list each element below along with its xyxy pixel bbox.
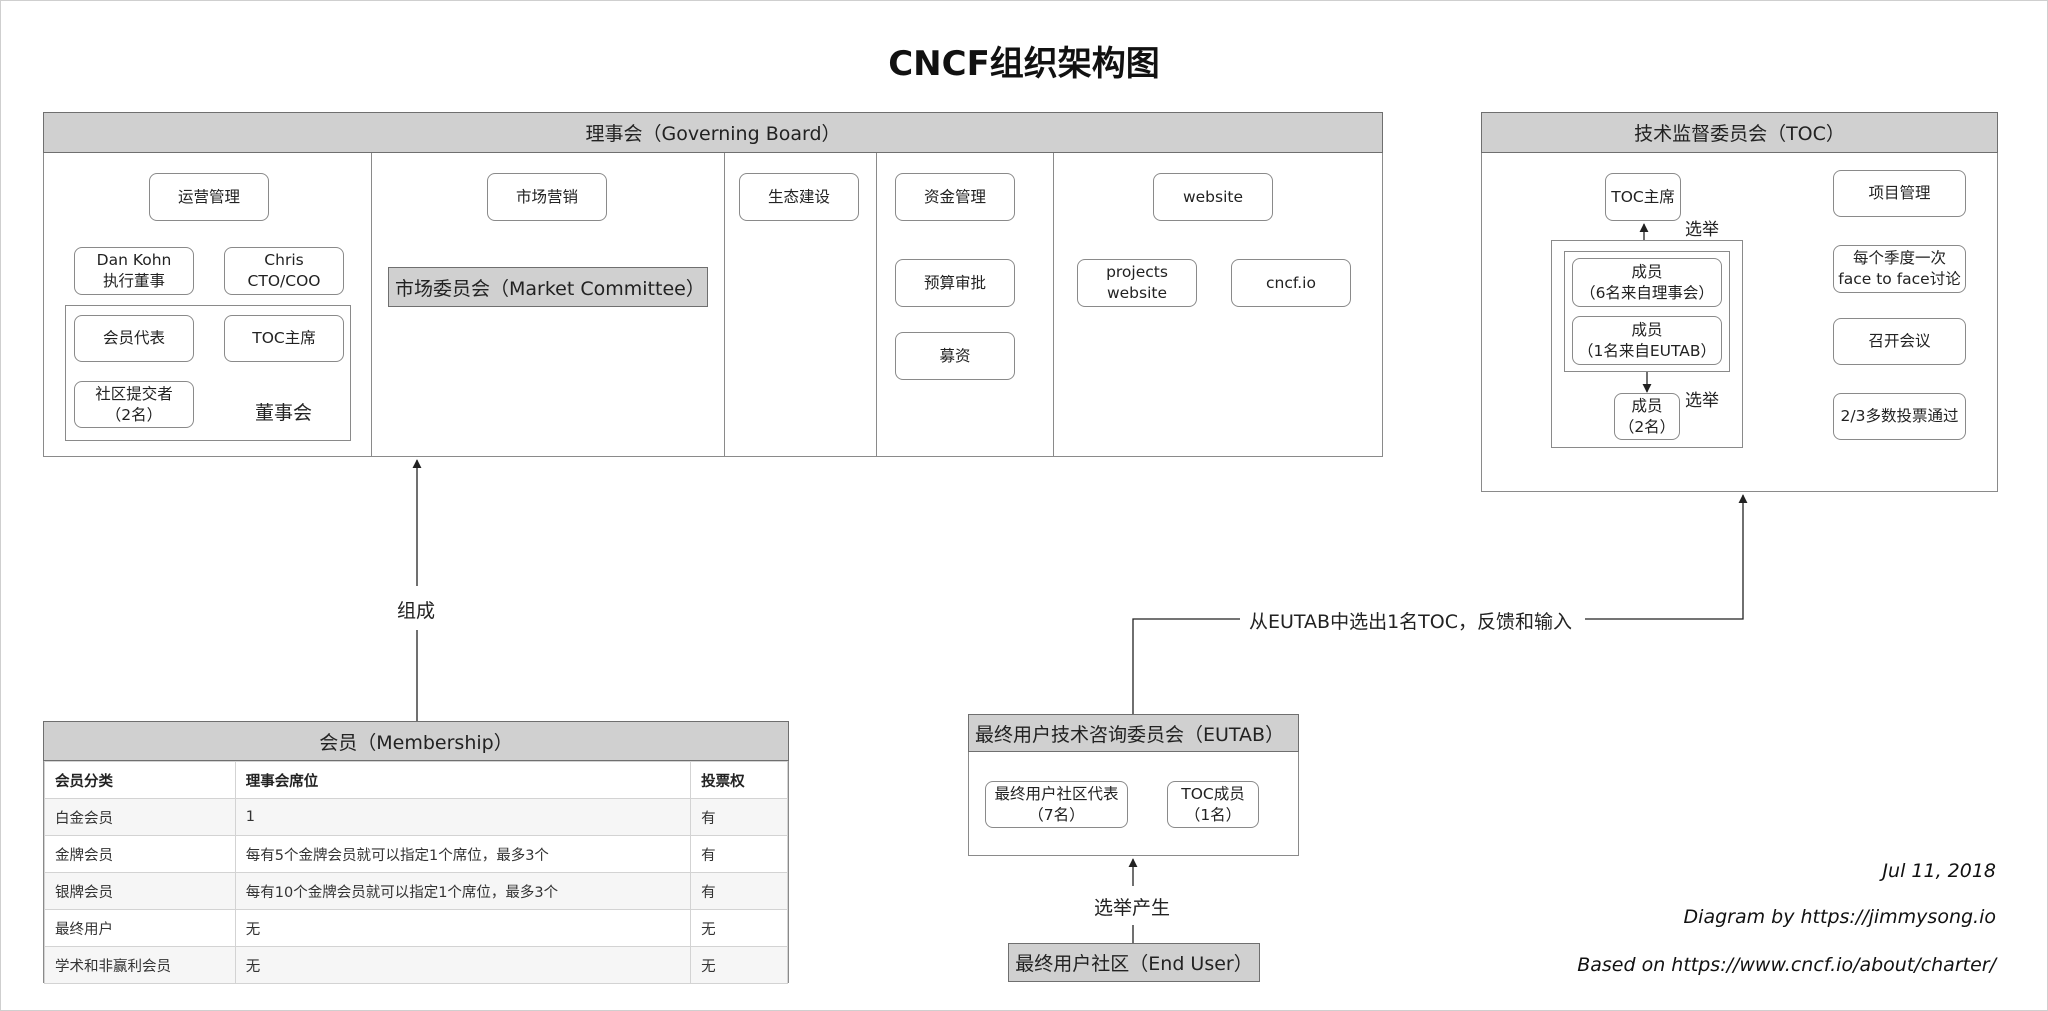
membership-table-wrap: 会员分类 理事会席位 投票权 白金会员 1 有 金牌会员 每有5个金牌会员就可以… [44, 761, 788, 984]
toc-chair-board-box: TOC主席 [224, 315, 344, 362]
fundraising-box: 募资 [895, 332, 1015, 380]
eutab-toc-member-box: TOC成员 （1名） [1167, 781, 1259, 828]
cell-category: 银牌会员 [44, 872, 236, 910]
board-divider-3 [876, 153, 877, 457]
diagram-title: CNCF组织架构图 [888, 44, 1160, 84]
finance-box: 资金管理 [895, 173, 1015, 221]
cell-seats: 1 [234, 798, 692, 836]
dan-kohn-name: Dan Kohn [96, 251, 172, 270]
budget-approval-box: 预算审批 [895, 259, 1015, 307]
chris-role: CTO/COO [247, 272, 321, 290]
eutab-to-toc-connector-right [1585, 494, 1748, 620]
cell-vote: 有 [690, 872, 788, 910]
quarterly-meeting-box: 每个季度一次 face to face讨论 [1833, 245, 1966, 293]
eutab-header: 最终用户技术咨询委员会（EUTAB） [968, 714, 1299, 752]
toc-member-eutab-box: 成员 （1名来自EUTAB） [1572, 316, 1722, 365]
table-row: 白金会员 1 有 [44, 798, 788, 836]
projects-line2: website [1106, 284, 1168, 302]
end-user-box: 最终用户社区（End User） [1008, 943, 1260, 982]
membership-header: 会员（Membership） [43, 721, 789, 761]
toc-member-extra-box: 成员 （2名） [1614, 393, 1680, 440]
cell-vote: 有 [690, 835, 788, 873]
project-management-box: 项目管理 [1833, 170, 1966, 217]
dan-kohn-role: 执行董事 [102, 272, 165, 290]
committer-label: 社区提交者 [95, 384, 173, 403]
cell-vote: 无 [690, 946, 788, 984]
member-c-detail: （2名） [1618, 417, 1676, 436]
toc-chair-box: TOC主席 [1605, 173, 1681, 221]
marketing-box: 市场营销 [487, 173, 607, 221]
committer-count: （2名） [105, 405, 163, 424]
projects-website-box: projects website [1077, 259, 1197, 307]
toc-header: 技术监督委员会（TOC） [1481, 112, 1998, 153]
dan-kohn-box: Dan Kohn 执行董事 [74, 247, 194, 295]
hold-meeting-box: 召开会议 [1833, 318, 1966, 365]
footer-source: Based on https://www.cncf.io/about/chart… [1577, 954, 1996, 976]
cell-seats: 无 [234, 946, 692, 984]
cell-vote: 有 [690, 798, 788, 836]
table-row: 金牌会员 每有5个金牌会员就可以指定1个席位，最多3个 有 [44, 835, 788, 873]
elect-label-bottom: 选举 [1685, 391, 1719, 411]
member-b-label: 成员 [1631, 320, 1663, 339]
ops-management-box: 运营管理 [149, 173, 269, 221]
market-committee-box: 市场委员会（Market Committee） [388, 267, 708, 307]
board-of-directors-label: 董事会 [255, 402, 313, 424]
table-row: 学术和非赢利会员 无 无 [44, 946, 788, 984]
compose-label: 组成 [397, 600, 436, 622]
rep-count: （7名） [1028, 805, 1085, 824]
member-a-detail: （6名来自理事会） [1580, 283, 1714, 302]
toc-member-label: TOC成员 [1181, 784, 1245, 803]
election-label: 选举产生 [1094, 897, 1171, 919]
member-a-label: 成员 [1631, 262, 1663, 281]
end-user-rep-box: 最终用户社区代表 （7名） [985, 781, 1128, 828]
chris-name: Chris [264, 251, 304, 270]
board-divider-2 [724, 153, 725, 457]
cell-seats: 每有5个金牌会员就可以指定1个席位，最多3个 [234, 835, 692, 873]
board-divider-1 [371, 153, 372, 457]
table-row: 最终用户 无 无 [44, 909, 788, 947]
membership-table: 会员分类 理事会席位 投票权 白金会员 1 有 金牌会员 每有5个金牌会员就可以… [44, 761, 788, 984]
footer-date: Jul 11, 2018 [1882, 860, 1996, 882]
ecosystem-box: 生态建设 [739, 173, 859, 221]
quarterly-line2: face to face讨论 [1838, 270, 1961, 288]
member-rep-box: 会员代表 [74, 315, 194, 362]
website-box: website [1153, 173, 1273, 221]
table-row: 银牌会员 每有10个金牌会员就可以指定1个席位，最多3个 有 [44, 872, 788, 910]
cell-seats: 无 [234, 909, 692, 947]
cncf-io-box: cncf.io [1231, 259, 1351, 307]
governing-board-header: 理事会（Governing Board） [43, 112, 1383, 153]
member-b-detail: （1名来自EUTAB） [1577, 341, 1716, 360]
rep-label: 最终用户社区代表 [994, 784, 1119, 803]
cell-seats: 每有10个金牌会员就可以指定1个席位，最多3个 [234, 872, 692, 910]
elect-label-top: 选举 [1685, 220, 1719, 240]
cell-category: 白金会员 [44, 798, 236, 836]
quarterly-line1: 每个季度一次 [1852, 249, 1946, 268]
cell-category: 学术和非赢利会员 [44, 946, 236, 984]
col-header-vote: 投票权 [690, 761, 788, 799]
footer-author: Diagram by https://jimmysong.io [1683, 906, 1996, 928]
board-divider-4 [1053, 153, 1054, 457]
col-header-category: 会员分类 [44, 761, 236, 799]
projects-line1: projects [1106, 263, 1168, 282]
member-c-label: 成员 [1631, 396, 1663, 415]
toc-member-count: （1名） [1184, 805, 1242, 824]
majority-vote-box: 2/3多数投票通过 [1833, 393, 1966, 440]
eutab-to-toc-label: 从EUTAB中选出1名TOC，反馈和输入 [1249, 611, 1572, 633]
community-committer-box: 社区提交者 （2名） [74, 381, 194, 428]
table-header-row: 会员分类 理事会席位 投票权 [44, 761, 788, 799]
col-header-seats: 理事会席位 [234, 761, 692, 799]
toc-member-board-box: 成员 （6名来自理事会） [1572, 258, 1722, 307]
eutab-to-toc-connector-left [1132, 618, 1240, 714]
